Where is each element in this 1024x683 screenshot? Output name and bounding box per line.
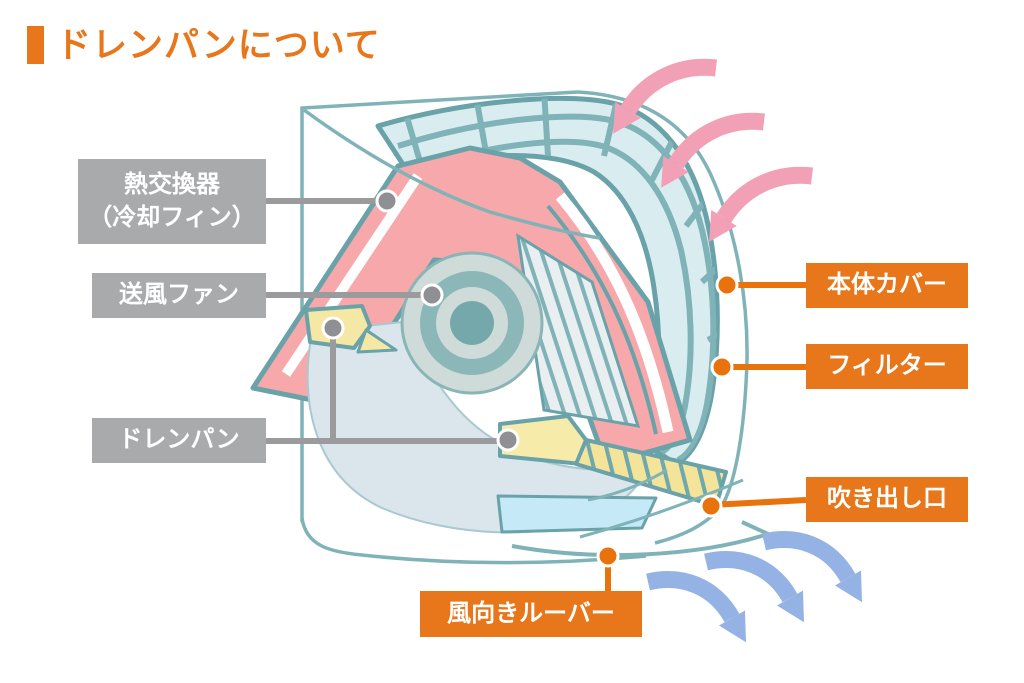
label-louver-text: 風向きルーバー — [447, 599, 615, 627]
title-accent-bar — [27, 26, 44, 64]
label-filter: フィルター — [806, 344, 968, 389]
louver-curve — [511, 520, 774, 557]
label-heat-exchanger-line1: 熱交換器 — [124, 171, 220, 199]
label-blower-fan: 送風ファン — [92, 273, 266, 318]
leader-lines-gray — [266, 198, 508, 444]
air-outlet-shape — [496, 494, 658, 534]
label-filter-text: フィルター — [827, 352, 947, 380]
cover-front-edge — [302, 108, 601, 240]
chassis-bottom-outline — [300, 517, 647, 565]
label-heat-exchanger-line2: （冷却フィン） — [88, 203, 256, 231]
outflow-airflow-arrows — [648, 540, 875, 650]
label-body-cover: 本体カバー — [806, 263, 968, 308]
outlet-inner-curve — [587, 468, 668, 502]
label-drain-pan-text: ドレンパン — [118, 426, 240, 454]
label-louver: 風向きルーバー — [420, 591, 642, 637]
label-heat-exchanger: 熱交換器 （冷却フィン） — [78, 159, 266, 244]
label-air-outlet-text: 吹き出し口 — [827, 485, 947, 513]
drain-pan-bottom-shape — [498, 414, 728, 508]
page-title-text: ドレンパンについて — [56, 25, 381, 65]
outflow-arrow-icon — [648, 580, 759, 650]
anchor-dots-gray — [321, 189, 520, 452]
blower-fan-shape — [400, 251, 544, 395]
label-body-cover-text: 本体カバー — [827, 271, 947, 299]
outlet-lower-curve — [579, 478, 744, 539]
anchor-dots-orange — [596, 273, 739, 568]
intake-arrow-icon — [696, 175, 812, 249]
page-title: ドレンパンについて — [27, 26, 381, 64]
label-blower-fan-text: 送風ファン — [119, 281, 239, 309]
label-air-outlet: 吹き出し口 — [806, 477, 968, 522]
label-drain-pan: ドレンパン — [92, 418, 266, 463]
